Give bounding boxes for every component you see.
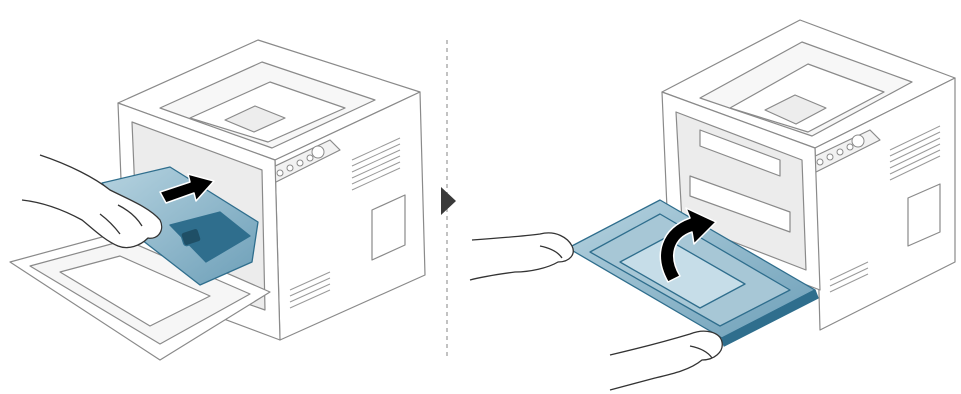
right-hands [469,232,723,391]
lower-hand [609,330,723,391]
curved-close-arrow [659,207,717,283]
right-triangle-icon [441,187,456,215]
push-arrow [159,173,215,204]
upper-hand [469,232,574,281]
front-cover-closing [567,199,819,347]
vent-grille [289,137,401,309]
left-hand [21,154,163,249]
